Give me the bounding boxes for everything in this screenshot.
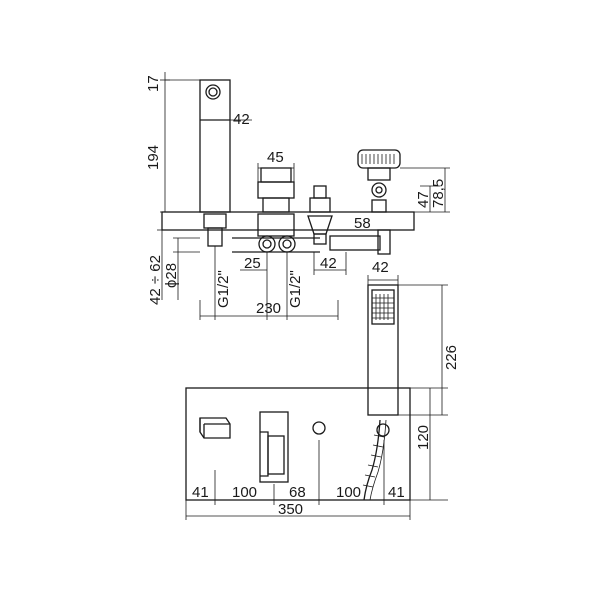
spout-body xyxy=(199,79,231,213)
dim-deck-range: 42 ÷ 62 xyxy=(147,255,164,305)
dim-spout-top: 17 xyxy=(145,75,162,92)
spray-face xyxy=(371,289,395,325)
hose-connection xyxy=(329,235,381,251)
dim-spout-width: 42 xyxy=(233,111,250,128)
dim-spacing: 25 xyxy=(244,255,261,272)
front-elevation: 17 194 42 45 47 78,5 58 42 ÷ 62 ϕ28 G1/2… xyxy=(145,72,450,320)
dim-plan-total: 350 xyxy=(278,501,303,518)
dim-plan-a: 41 xyxy=(192,484,209,501)
dim-diverter-height: 78,5 xyxy=(430,179,447,208)
plan-view: 41 100 68 100 41 350 xyxy=(185,387,411,520)
dim-handshower-width: 42 xyxy=(372,259,389,276)
hose-connector-icon xyxy=(376,423,390,437)
mixer-plan xyxy=(259,411,289,483)
dim-overall-width: 230 xyxy=(256,300,281,317)
dim-plan-c: 68 xyxy=(289,484,306,501)
spout-outlet-icon xyxy=(205,84,221,100)
dim-pipe-dia: ϕ28 xyxy=(163,263,180,288)
dim-diverter-offset: 47 xyxy=(415,191,432,208)
diverter-knob-plan xyxy=(312,421,326,435)
dim-plan-d: 100 xyxy=(336,484,361,501)
handshower-body xyxy=(367,284,399,416)
dim-spout-height: 194 xyxy=(145,145,162,170)
dim-inlet-width: 42 xyxy=(320,255,337,272)
dim-diverter-depth: 58 xyxy=(354,215,371,232)
dim-mixer-width: 45 xyxy=(267,149,284,166)
diverter-knob xyxy=(313,185,327,199)
mixer-handle xyxy=(260,167,292,183)
holder-ring-icon xyxy=(371,182,387,198)
dim-thread-right: G1/2" xyxy=(287,270,304,308)
dim-holder-height: 120 xyxy=(415,425,432,450)
dim-handshower-length: 226 xyxy=(443,345,460,370)
hose xyxy=(363,419,381,501)
dim-plan-e: 41 xyxy=(388,484,405,501)
handshower-view: 42 226 120 xyxy=(362,259,460,501)
dim-plan-b: 100 xyxy=(232,484,257,501)
deck-plate xyxy=(161,211,415,231)
dim-thread-left: G1/2" xyxy=(215,270,232,308)
